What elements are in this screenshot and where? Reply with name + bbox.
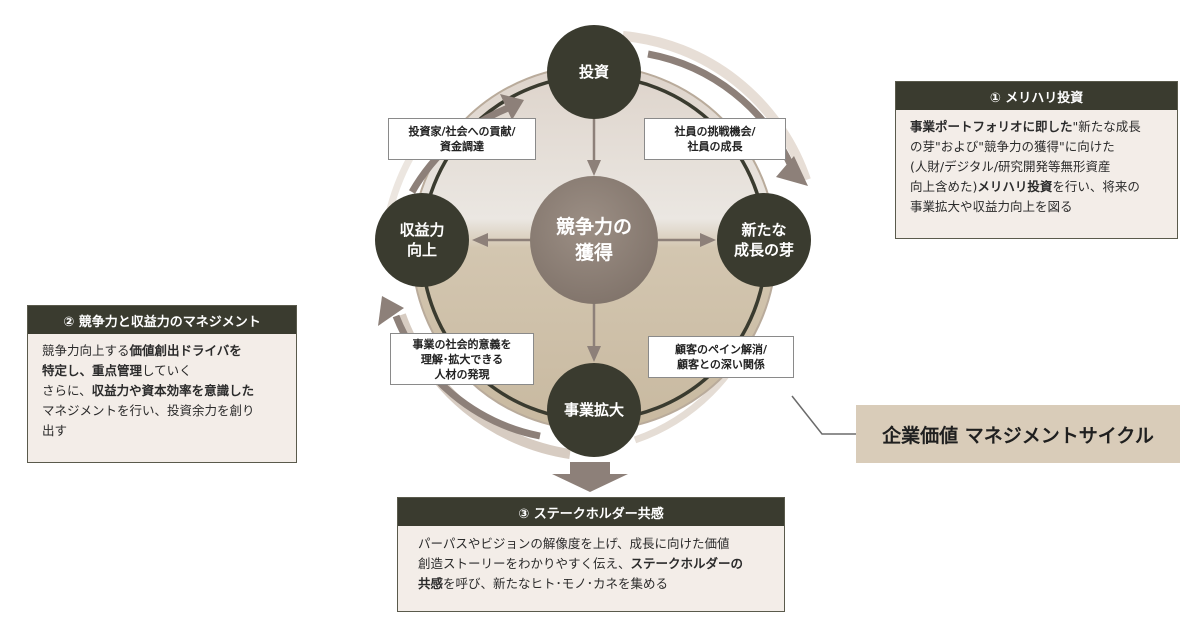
text: さらに、 bbox=[42, 383, 92, 398]
text-bold: 価値創出ドライバを bbox=[129, 343, 242, 358]
text: "新たな成長 bbox=[1072, 119, 1141, 134]
node-label-left: 収益力 向上 bbox=[399, 221, 445, 259]
text: を呼び、新たなヒト･モノ･カネを集める bbox=[443, 576, 669, 591]
info-box-header: ③ ステークホルダー共感 bbox=[398, 498, 784, 526]
text: を行い、将来の bbox=[1052, 179, 1140, 194]
info-box-header: ② 競争力と収益力のマネジメント bbox=[28, 306, 296, 334]
info-box-header: ① メリハリ投資 bbox=[896, 82, 1177, 110]
text: 向上含めた) bbox=[910, 179, 978, 194]
node-label-right: 新たな 成長の芽 bbox=[733, 221, 794, 259]
edge-label-bottom-left: 事業の社会的意義を 理解･拡大できる 人材の発現 bbox=[390, 333, 534, 385]
edge-label-top-right: 社員の挑戦機会/ 社員の成長 bbox=[644, 118, 786, 160]
text: マネジメントを行い、投資余力を創り bbox=[42, 403, 255, 418]
info-box-management: ② 競争力と収益力のマネジメント 競争力向上する価値創出ドライバを 特定し、重点… bbox=[27, 305, 297, 463]
info-box-body: パーパスやビジョンの解像度を上げ、成長に向けた価値 創造ストーリーをわかりやすく… bbox=[398, 526, 784, 602]
diagram-title: 企業価値 マネジメントサイクル bbox=[856, 405, 1180, 463]
text-bold: メリハリ投資 bbox=[977, 179, 1053, 194]
text-bold: 収益力や資本効率を意識した bbox=[91, 383, 255, 398]
text: 出す bbox=[42, 423, 68, 438]
center-circle bbox=[530, 176, 658, 304]
text: 創造ストーリーをわかりやすく伝え、 bbox=[418, 556, 631, 571]
center-label: 競争力の 獲得 bbox=[555, 216, 632, 264]
node-circle-right bbox=[717, 193, 811, 287]
text-bold: 共感 bbox=[418, 576, 444, 591]
info-box-merihari: ① メリハリ投資 事業ポートフォリオに即した"新たな成長 の芽"および"競争力の… bbox=[895, 81, 1178, 239]
edge-label-bottom-right: 顧客のペイン解消/ 顧客との深い関係 bbox=[648, 336, 794, 378]
text: パーパスやビジョンの解像度を上げ、成長に向けた価値 bbox=[418, 536, 730, 551]
text: 競争力向上する bbox=[42, 343, 130, 358]
text-bold: 事業ポートフォリオに即した bbox=[910, 119, 1073, 134]
info-box-body: 事業ポートフォリオに即した"新たな成長 の芽"および"競争力の獲得"に向けた (… bbox=[896, 110, 1177, 224]
info-box-body: 競争力向上する価値創出ドライバを 特定し、重点管理していく さらに、収益力や資本… bbox=[28, 334, 296, 448]
text-bold: ステークホルダーの bbox=[630, 556, 744, 571]
node-label-bottom: 事業拡大 bbox=[563, 401, 624, 419]
node-circle-top bbox=[547, 25, 641, 119]
node-label-top: 投資 bbox=[578, 63, 609, 81]
text: していく bbox=[142, 363, 192, 378]
text: (人財/デジタル/研究開発等無形資産 bbox=[910, 159, 1111, 174]
info-box-stakeholder: ③ ステークホルダー共感 パーパスやビジョンの解像度を上げ、成長に向けた価値 創… bbox=[397, 497, 785, 612]
text: 事業拡大や収益力向上を図る bbox=[910, 199, 1073, 214]
down-arrow bbox=[552, 462, 628, 492]
edge-label-top-left: 投資家/社会への貢献/ 資金調達 bbox=[388, 118, 536, 160]
node-circle-bottom bbox=[547, 363, 641, 457]
node-circle-left bbox=[375, 193, 469, 287]
text: の芽"および"競争力の獲得"に向けた bbox=[910, 139, 1115, 154]
text-bold: 特定し、重点管理 bbox=[42, 363, 143, 378]
title-connector bbox=[791, 395, 856, 435]
